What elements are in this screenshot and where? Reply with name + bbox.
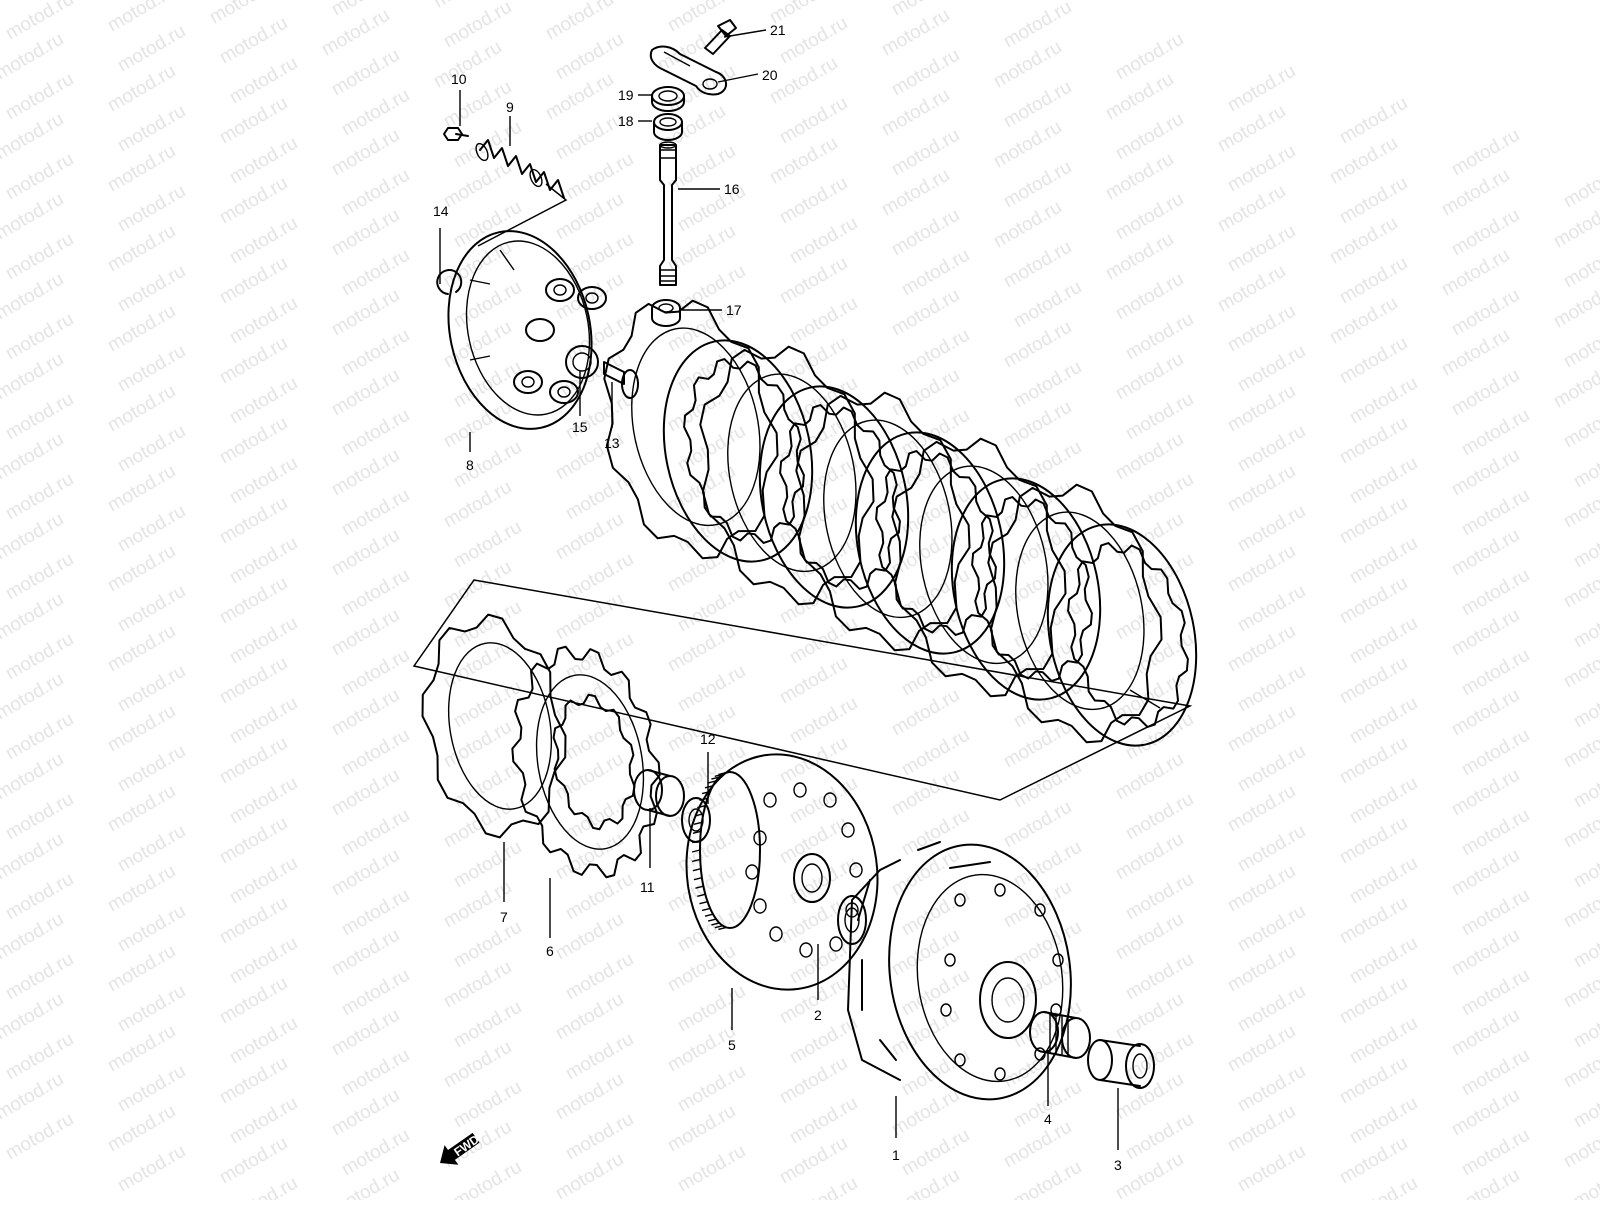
housing-hole bbox=[1034, 903, 1046, 917]
pressure-plate bbox=[447, 230, 607, 430]
hub-hole bbox=[793, 782, 807, 798]
callout-20: 20 bbox=[762, 67, 778, 83]
watermark-text: motod.ru bbox=[1112, 1149, 1187, 1200]
leader-lines bbox=[439, 29, 1161, 1150]
callout-17: 17 bbox=[726, 302, 742, 318]
callout-5: 5 bbox=[728, 1037, 736, 1053]
watermark-text: motod.ru bbox=[552, 1149, 627, 1200]
oil-seal bbox=[651, 86, 685, 112]
hub-hole bbox=[841, 822, 855, 838]
hub-hole bbox=[769, 926, 783, 942]
friction-plate bbox=[603, 299, 779, 560]
clutch-spring bbox=[475, 139, 565, 199]
friction-plate bbox=[699, 345, 875, 606]
callouts: 21 20 19 18 16 17 10 9 14 8 15 13 12 11 … bbox=[433, 22, 1122, 1173]
needle-bearing-upper bbox=[653, 113, 683, 141]
spacer bbox=[633, 769, 685, 817]
callout-18: 18 bbox=[618, 113, 634, 129]
hub-hole bbox=[745, 864, 759, 880]
callout-10: 10 bbox=[451, 71, 467, 87]
callout-7: 7 bbox=[500, 909, 508, 925]
housing-hole bbox=[954, 893, 966, 907]
callout-16: 16 bbox=[724, 181, 740, 197]
friction-plate bbox=[795, 391, 971, 652]
housing-hole bbox=[940, 1003, 952, 1017]
housing-hole bbox=[944, 953, 956, 967]
lower-friction-plate bbox=[421, 613, 567, 839]
lower-drive-plate bbox=[511, 645, 661, 879]
clutch-housing bbox=[847, 841, 1072, 1101]
callout-3: 3 bbox=[1114, 1157, 1122, 1173]
housing-hole bbox=[954, 1053, 966, 1067]
release-arm bbox=[649, 45, 727, 96]
hub-hole bbox=[799, 942, 813, 958]
drive-plate bbox=[1046, 523, 1198, 747]
friction-plate bbox=[891, 437, 1067, 698]
callout-12: 12 bbox=[700, 731, 716, 747]
callout-9: 9 bbox=[506, 99, 514, 115]
hub-hole bbox=[849, 862, 863, 878]
callout-11: 11 bbox=[640, 879, 655, 895]
callout-21: 21 bbox=[770, 22, 786, 38]
watermark-text: motod.ru bbox=[1448, 125, 1523, 181]
callout-8: 8 bbox=[466, 457, 474, 473]
callout-1: 1 bbox=[892, 1147, 900, 1163]
clutch-plate-stack bbox=[603, 299, 1198, 747]
lower-plate-pair bbox=[421, 613, 661, 879]
watermark-text: motod.ru bbox=[1560, 157, 1600, 213]
hub-hole bbox=[753, 830, 767, 846]
callout-2: 2 bbox=[814, 1007, 822, 1023]
watermark-text: motod.ru bbox=[1000, 0, 1075, 52]
housing-spacer bbox=[1087, 1039, 1155, 1089]
hub-hole bbox=[753, 898, 767, 914]
circlip bbox=[436, 269, 463, 295]
callout-14: 14 bbox=[433, 203, 449, 219]
release-bearing bbox=[565, 345, 599, 379]
spring-bolt bbox=[443, 127, 469, 141]
callout-13: 13 bbox=[604, 435, 620, 451]
housing-hole bbox=[994, 1067, 1006, 1081]
watermark-text: motod.ru bbox=[1336, 93, 1411, 149]
plate-set-bracket bbox=[412, 579, 1193, 801]
housing-hole bbox=[994, 883, 1006, 897]
push-piece bbox=[603, 361, 639, 399]
watermark-text: motod.ru bbox=[1112, 29, 1187, 85]
housing-hole bbox=[1034, 1047, 1046, 1061]
hub-hole bbox=[763, 792, 777, 808]
callout-4: 4 bbox=[1044, 1111, 1052, 1127]
release-shaft bbox=[659, 141, 677, 286]
watermark-text: motod.ru bbox=[1224, 61, 1299, 117]
hub-hole bbox=[823, 792, 837, 808]
callout-6: 6 bbox=[546, 943, 554, 959]
callout-19: 19 bbox=[618, 87, 634, 103]
watermark-text: motod.ru bbox=[440, 0, 515, 52]
callout-15: 15 bbox=[572, 419, 588, 435]
housing-hole bbox=[1052, 953, 1064, 967]
housing-needle-bearing bbox=[1029, 1011, 1091, 1059]
hub-hole bbox=[829, 936, 843, 952]
friction-plate bbox=[987, 483, 1163, 744]
